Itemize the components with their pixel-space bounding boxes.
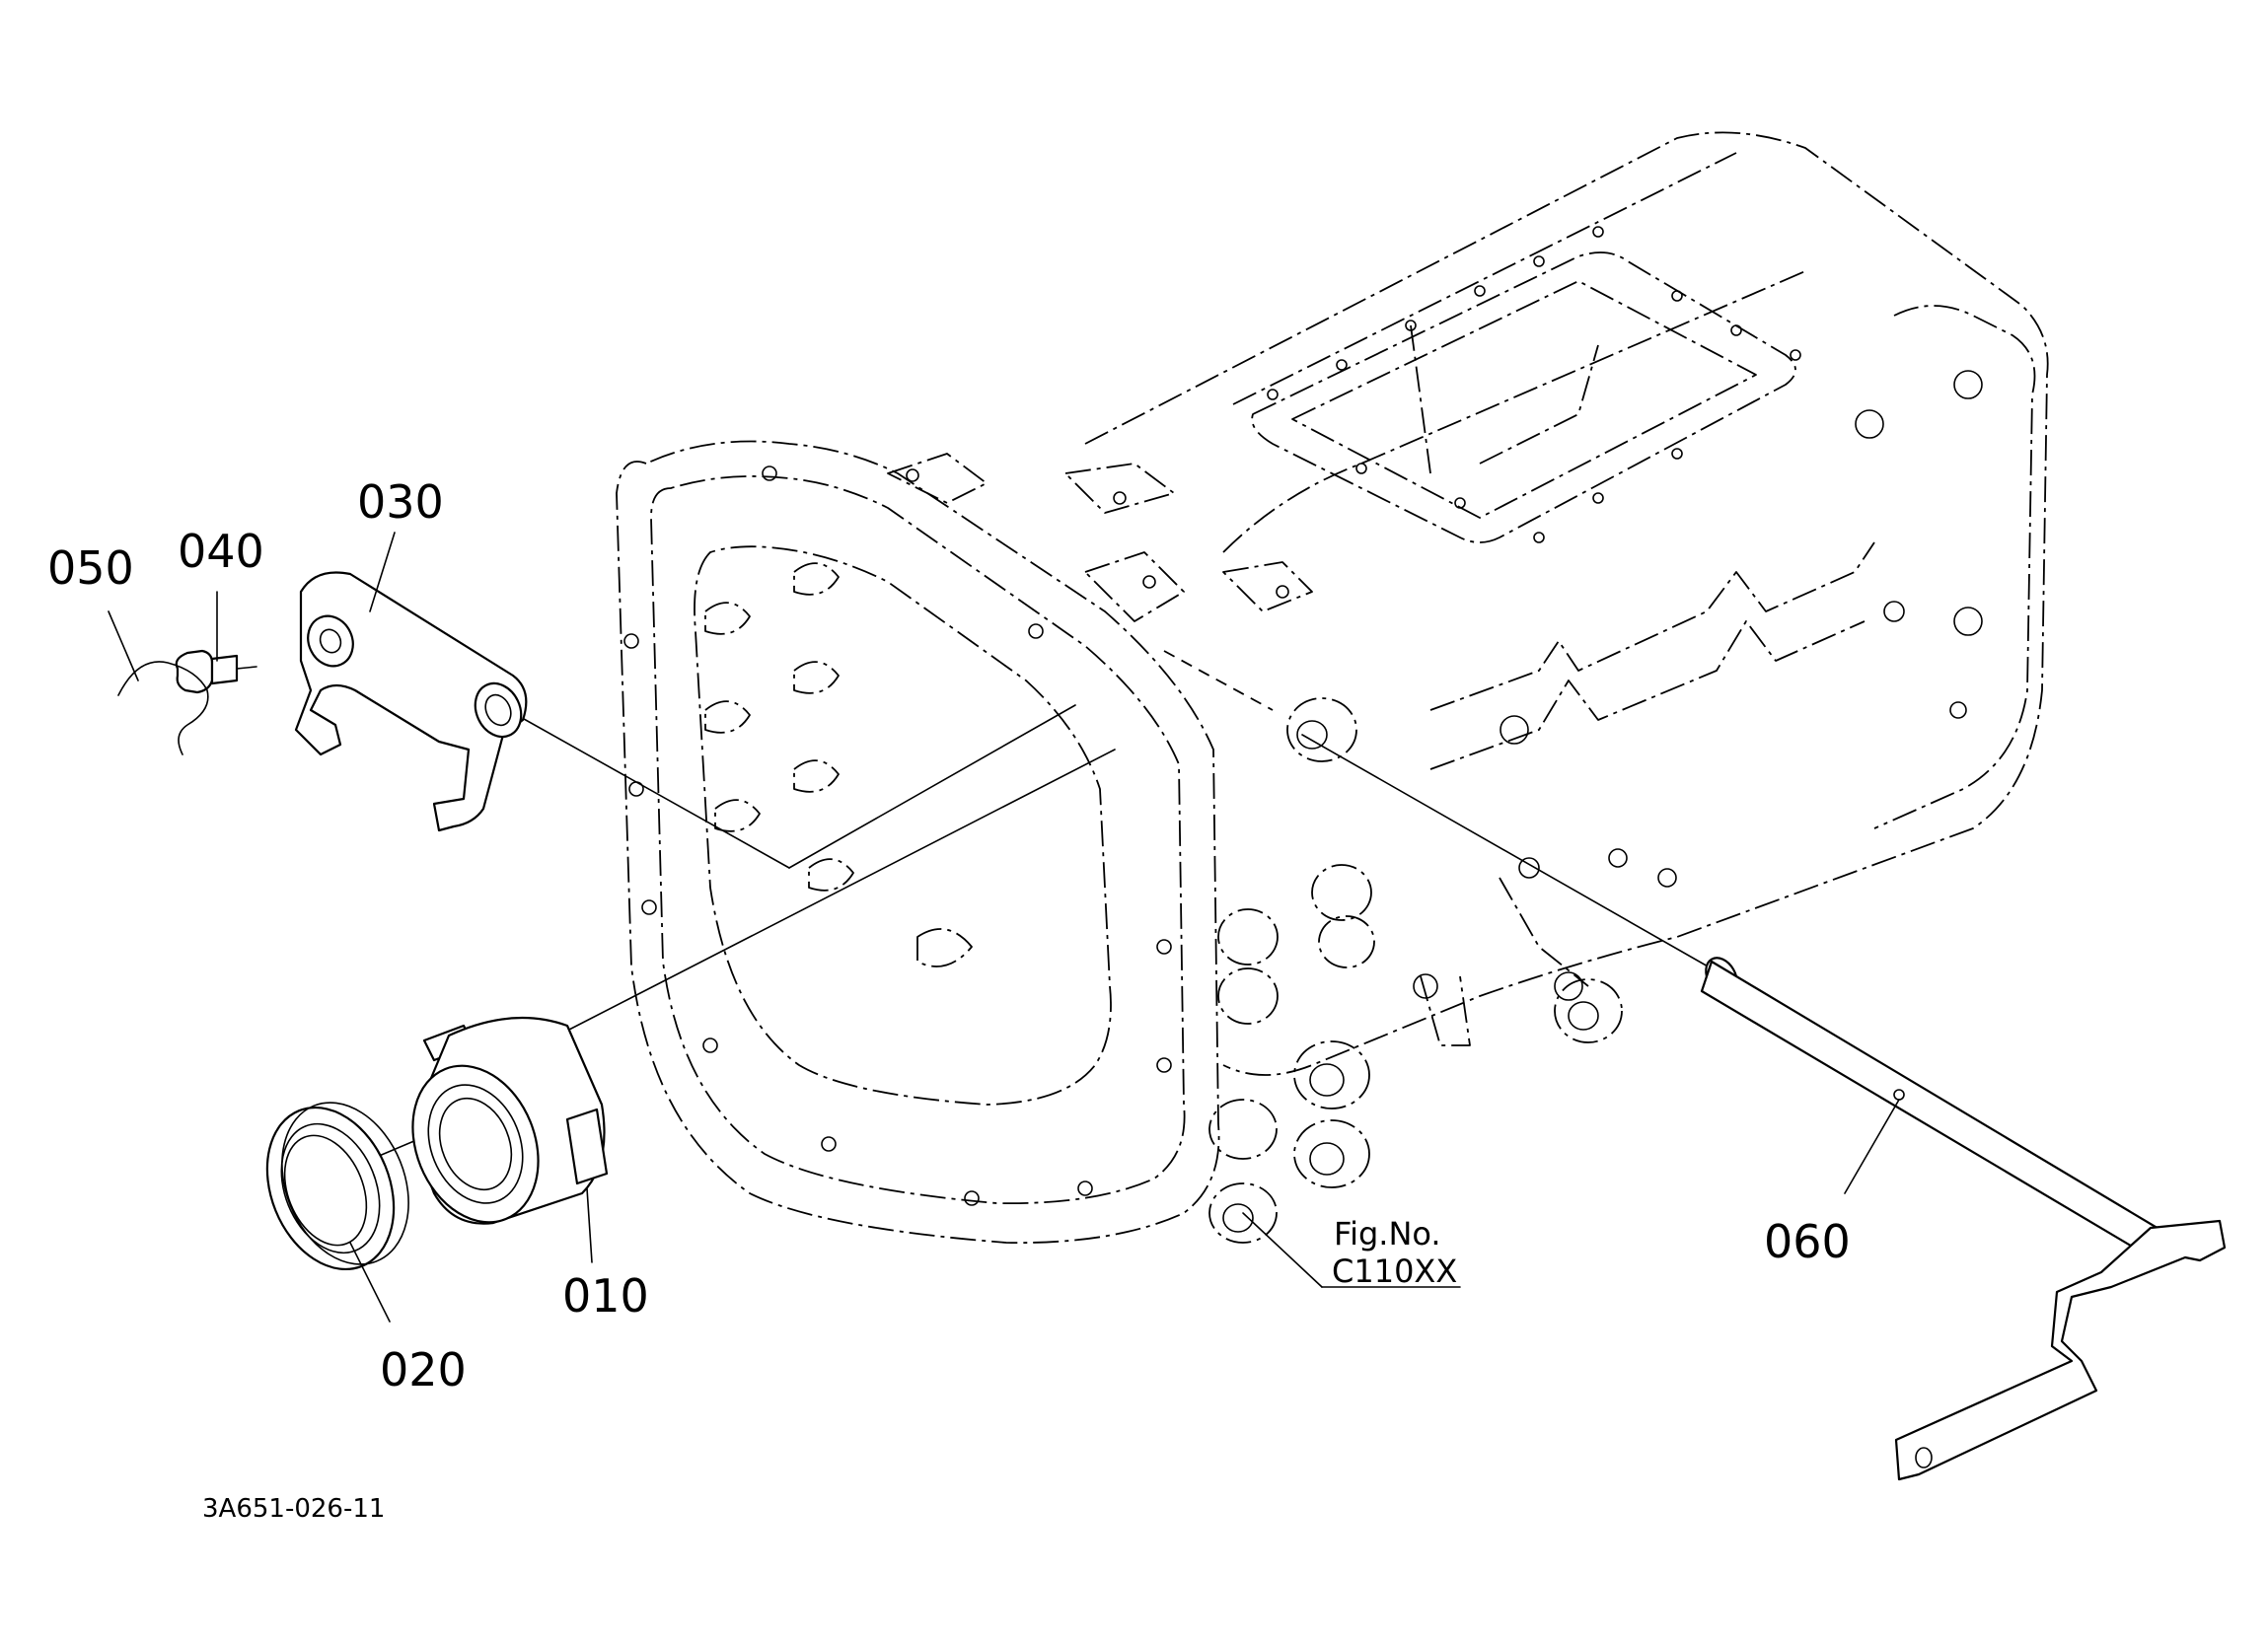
figure-reference-code: C110XX — [1332, 1252, 1457, 1290]
label-part-010: 010 — [562, 1269, 649, 1323]
release-bearing — [411, 1016, 609, 1225]
assembly-lines — [313, 704, 1718, 1184]
fork-bolt — [175, 649, 257, 694]
bearing-sleeve — [265, 1102, 409, 1271]
leader-lines — [108, 532, 1900, 1323]
release-shaft — [1700, 957, 2227, 1481]
lock-wire — [117, 661, 209, 755]
figure-reference-prefix: Fig.No. — [1334, 1215, 1441, 1252]
label-part-040: 040 — [178, 525, 264, 578]
transmission-housing — [616, 131, 2049, 1245]
label-part-050: 050 — [47, 541, 134, 595]
drawing-number: 3A651-026-11 — [202, 1494, 385, 1524]
label-part-020: 020 — [380, 1343, 467, 1396]
label-part-030: 030 — [357, 475, 444, 529]
release-fork — [294, 571, 528, 832]
label-part-060: 060 — [1764, 1215, 1851, 1268]
